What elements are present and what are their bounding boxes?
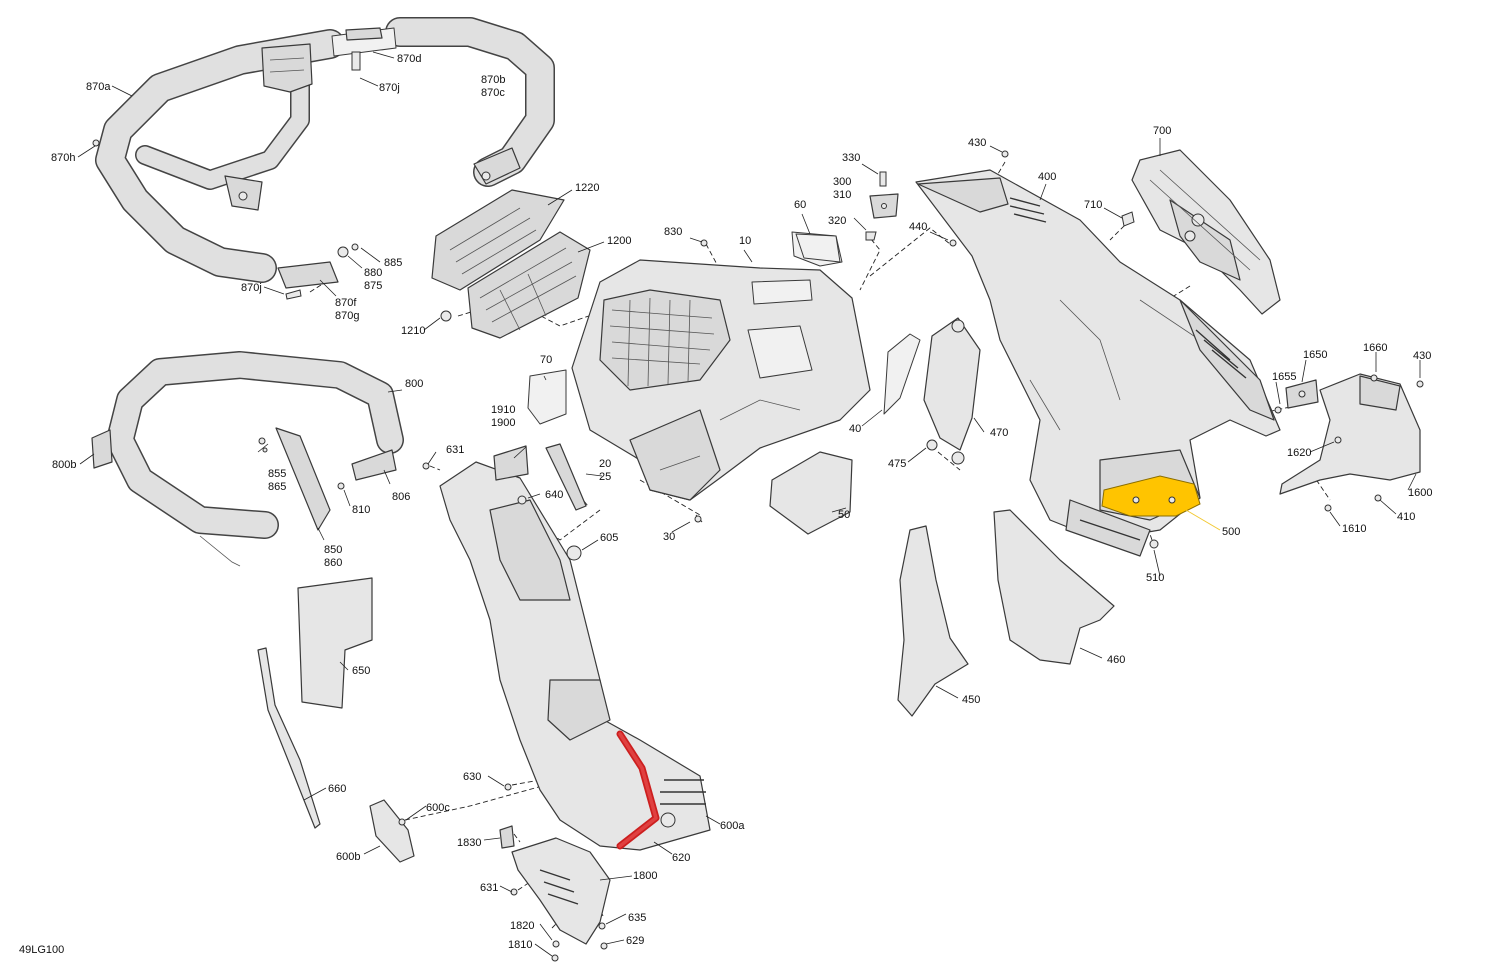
callout-1660: 1660 [1363, 342, 1387, 354]
callout-1655: 1655 [1272, 371, 1296, 383]
callout-1220: 1220 [575, 182, 599, 194]
callout-50: 50 [838, 509, 850, 521]
callout-620: 620 [672, 852, 690, 864]
callout-410: 410 [1397, 511, 1415, 523]
callout-40: 40 [849, 423, 861, 435]
callout-700: 700 [1153, 125, 1171, 137]
callout-460: 460 [1107, 654, 1125, 666]
callout-850: 850 [324, 544, 342, 556]
callout-510: 510 [1146, 572, 1164, 584]
callout-1210: 1210 [401, 325, 425, 337]
callout-865: 865 [268, 481, 286, 493]
callout-1910: 1910 [491, 404, 515, 416]
callout-300: 300 [833, 176, 851, 188]
callout-875: 875 [364, 280, 382, 292]
callout-880: 880 [364, 267, 382, 279]
callout-475: 475 [888, 458, 906, 470]
callout-870j-top: 870j [379, 82, 400, 94]
callout-1200: 1200 [607, 235, 631, 247]
grill-panels-1200 [431, 189, 591, 339]
callout-1800: 1800 [633, 870, 657, 882]
callout-640: 640 [545, 489, 563, 501]
callout-806: 806 [392, 491, 410, 503]
callout-320: 320 [828, 215, 846, 227]
callout-631-bottom: 631 [480, 882, 498, 894]
callout-710: 710 [1084, 199, 1102, 211]
callout-600a: 600a [720, 820, 745, 832]
callout-440: 440 [909, 221, 927, 233]
callout-30: 30 [663, 531, 675, 543]
bracket-1600 [1274, 373, 1424, 512]
callout-1900: 1900 [491, 417, 515, 429]
callout-631-top: 631 [446, 444, 464, 456]
center-tunnel-600a [422, 443, 711, 851]
callout-310: 310 [833, 189, 851, 201]
callout-630: 630 [463, 771, 481, 783]
callout-860: 860 [324, 557, 342, 569]
callout-1610: 1610 [1342, 523, 1366, 535]
callout-20: 20 [599, 458, 611, 470]
callout-470: 470 [990, 427, 1008, 439]
callout-605: 605 [600, 532, 618, 544]
callout-600b: 600b [336, 851, 360, 863]
lower-parts-1800 [369, 799, 611, 962]
callout-1820: 1820 [510, 920, 534, 932]
callout-800: 800 [405, 378, 423, 390]
callout-870h: 870h [51, 152, 75, 164]
callout-830: 830 [664, 226, 682, 238]
callout-870j-bottom: 870j [241, 282, 262, 294]
callout-870f: 870f [335, 297, 357, 309]
callout-430-right: 430 [1413, 350, 1431, 362]
drawing-id: 49LG100 [19, 944, 64, 956]
bracket-700 [1121, 149, 1281, 315]
callout-60: 60 [794, 199, 806, 211]
callout-1810: 1810 [508, 939, 532, 951]
callout-660: 660 [328, 783, 346, 795]
callout-600c: 600c [426, 802, 450, 814]
callout-870a: 870a [86, 81, 111, 93]
callout-635: 635 [628, 912, 646, 924]
callout-labels: 870a 870d 870j 870b 870c 870h 885 880 87… [51, 53, 1432, 951]
callout-650: 650 [352, 665, 370, 677]
callout-629: 629 [626, 935, 644, 947]
hinge-300 [865, 171, 899, 241]
callout-1600: 1600 [1408, 487, 1432, 499]
grab-rail-800 [91, 351, 404, 829]
callout-870d: 870d [397, 53, 421, 65]
callout-330: 330 [842, 152, 860, 164]
callout-870c: 870c [481, 87, 505, 99]
callout-870b: 870b [481, 74, 505, 86]
callout-430-top: 430 [968, 137, 986, 149]
callout-1620: 1620 [1287, 447, 1311, 459]
callout-810: 810 [352, 504, 370, 516]
grab-rail-870 [92, 17, 555, 300]
panels-40-50 [769, 233, 981, 535]
callout-1830: 1830 [457, 837, 481, 849]
callout-870g: 870g [335, 310, 359, 322]
callout-70: 70 [540, 354, 552, 366]
callout-25: 25 [599, 471, 611, 483]
callout-500: 500 [1222, 526, 1240, 538]
front-console-10 [527, 231, 871, 523]
callout-1650: 1650 [1303, 349, 1327, 361]
part-500-highlight [1101, 475, 1201, 517]
callout-10: 10 [739, 235, 751, 247]
leader-lines [77, 51, 1421, 957]
callout-855: 855 [268, 468, 286, 480]
panels-450-460 [897, 509, 1115, 717]
part-620-highlight [616, 730, 660, 850]
callout-450: 450 [962, 694, 980, 706]
callout-400: 400 [1038, 171, 1056, 183]
callout-885: 885 [384, 257, 402, 269]
assembly-lines [102, 142, 1341, 929]
callout-800b: 800b [52, 459, 76, 471]
